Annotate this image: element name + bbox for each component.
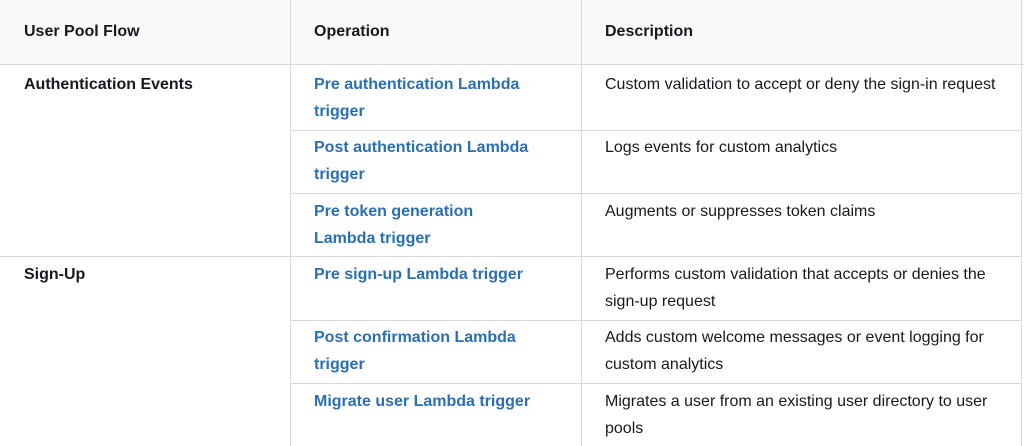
- link-pre-sign-up-lambda-trigger[interactable]: Pre sign-up Lambda trigger: [314, 266, 523, 283]
- column-divider: [581, 0, 582, 446]
- header-description: Description: [605, 23, 694, 40]
- row-divider: [290, 130, 1021, 131]
- table-header: [0, 0, 1024, 65]
- row-divider: [0, 256, 1021, 257]
- description-pre-sign-up: Performs custom validation that accepts …: [605, 266, 986, 310]
- column-divider: [1021, 0, 1022, 446]
- link-pre-authentication-lambda-trigger[interactable]: Pre authentication Lambda trigger: [314, 76, 520, 120]
- header-user-pool-flow: User Pool Flow: [24, 23, 140, 40]
- description-post-confirmation: Adds custom welcome messages or event lo…: [605, 329, 984, 373]
- row-divider: [290, 383, 1021, 384]
- description-pre-token-generation: Augments or suppresses token claims: [605, 203, 876, 220]
- link-migrate-user-lambda-trigger[interactable]: Migrate user Lambda trigger: [314, 393, 531, 410]
- row-divider: [290, 193, 1021, 194]
- link-post-authentication-lambda-trigger[interactable]: Post authentication Lambda trigger: [314, 139, 529, 183]
- table-row-flow-authentication-events: Authentication Events: [24, 76, 193, 93]
- link-post-confirmation-lambda-trigger[interactable]: Post confirmation Lambda trigger: [314, 329, 516, 373]
- header-operation: Operation: [314, 23, 390, 40]
- link-pre-token-generation-lambda-trigger[interactable]: Pre token generation Lambda trigger: [314, 203, 474, 247]
- table-row-flow-sign-up: Sign-Up: [24, 266, 86, 283]
- description-pre-authentication: Custom validation to accept or deny the …: [605, 76, 996, 93]
- column-divider: [290, 0, 291, 446]
- description-post-authentication: Logs events for custom analytics: [605, 139, 838, 156]
- row-divider: [290, 320, 1021, 321]
- description-migrate-user: Migrates a user from an existing user di…: [605, 393, 988, 437]
